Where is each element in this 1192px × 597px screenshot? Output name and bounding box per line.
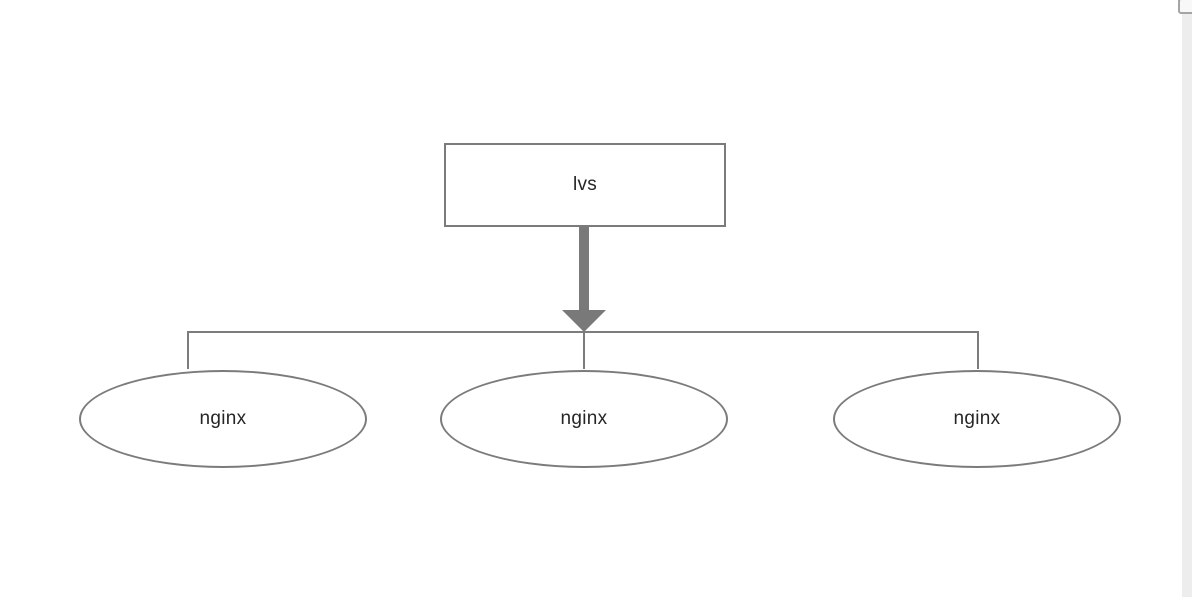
vertical-scrollbar-track[interactable] — [1182, 0, 1192, 597]
node-lvs-label: lvs — [572, 174, 598, 195]
node-nginx-1-label: nginx — [199, 408, 247, 429]
arrow-down-icon — [562, 310, 606, 332]
connector-stub-middle[interactable] — [583, 332, 585, 369]
node-nginx-3[interactable]: nginx — [833, 370, 1121, 468]
connector-arrow-shaft[interactable] — [579, 227, 589, 311]
node-lvs[interactable]: lvs — [444, 143, 726, 227]
vertical-scrollbar-thumb[interactable] — [1178, 0, 1192, 14]
node-nginx-2[interactable]: nginx — [440, 370, 728, 468]
connector-stub-left[interactable] — [187, 332, 189, 369]
connector-stub-right[interactable] — [977, 332, 979, 369]
node-nginx-1[interactable]: nginx — [79, 370, 367, 468]
node-nginx-3-label: nginx — [953, 408, 1001, 429]
node-nginx-2-label: nginx — [560, 408, 608, 429]
